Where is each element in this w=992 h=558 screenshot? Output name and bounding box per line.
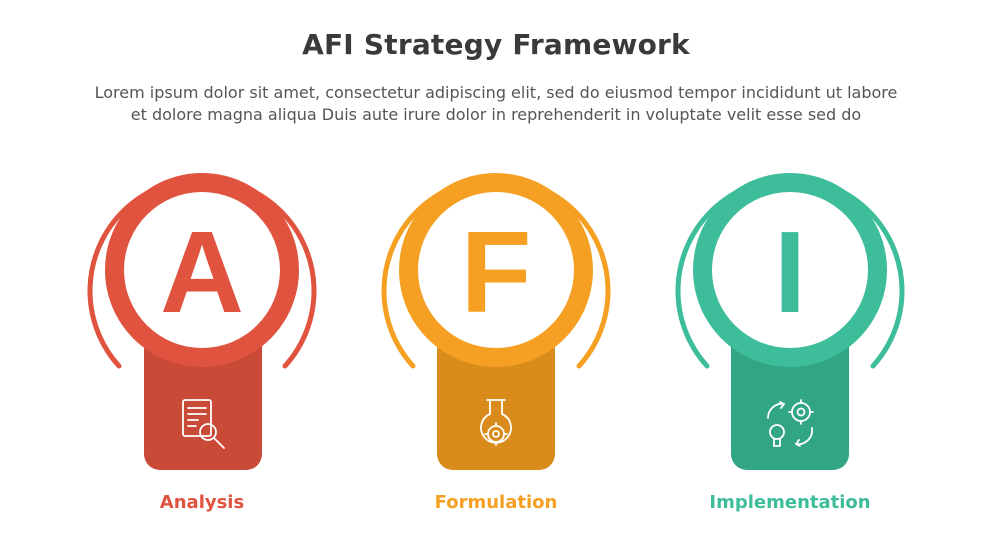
- step-implementation: I: [675, 173, 905, 470]
- step-analysis-label: Analysis: [159, 492, 245, 513]
- step-analysis: A: [87, 173, 317, 470]
- subtitle-line-2: et dolore magna aliqua Duis aute irure d…: [130, 105, 862, 124]
- page-title: AFI Strategy Framework: [302, 28, 690, 61]
- step-formulation: F: [381, 173, 611, 470]
- step-formulation-label: Formulation: [434, 492, 558, 513]
- step-formulation-letter: F: [461, 207, 532, 337]
- subtitle-line-1: Lorem ipsum dolor sit amet, consectetur …: [94, 83, 898, 102]
- step-analysis-inner-circle: [124, 192, 280, 348]
- step-implementation-inner-circle: [712, 192, 868, 348]
- flask-gear-icon: [480, 399, 512, 446]
- page-subtitle: Lorem ipsum dolor sit amet, consectetur …: [40, 82, 952, 126]
- step-formulation-inner-circle: [418, 192, 574, 348]
- step-implementation-label: Implementation: [709, 492, 871, 513]
- step-implementation-letter: I: [774, 207, 806, 337]
- document-search-icon: [182, 399, 225, 449]
- step-analysis-letter: A: [160, 207, 244, 337]
- idea-gear-cycle-icon: [767, 399, 814, 447]
